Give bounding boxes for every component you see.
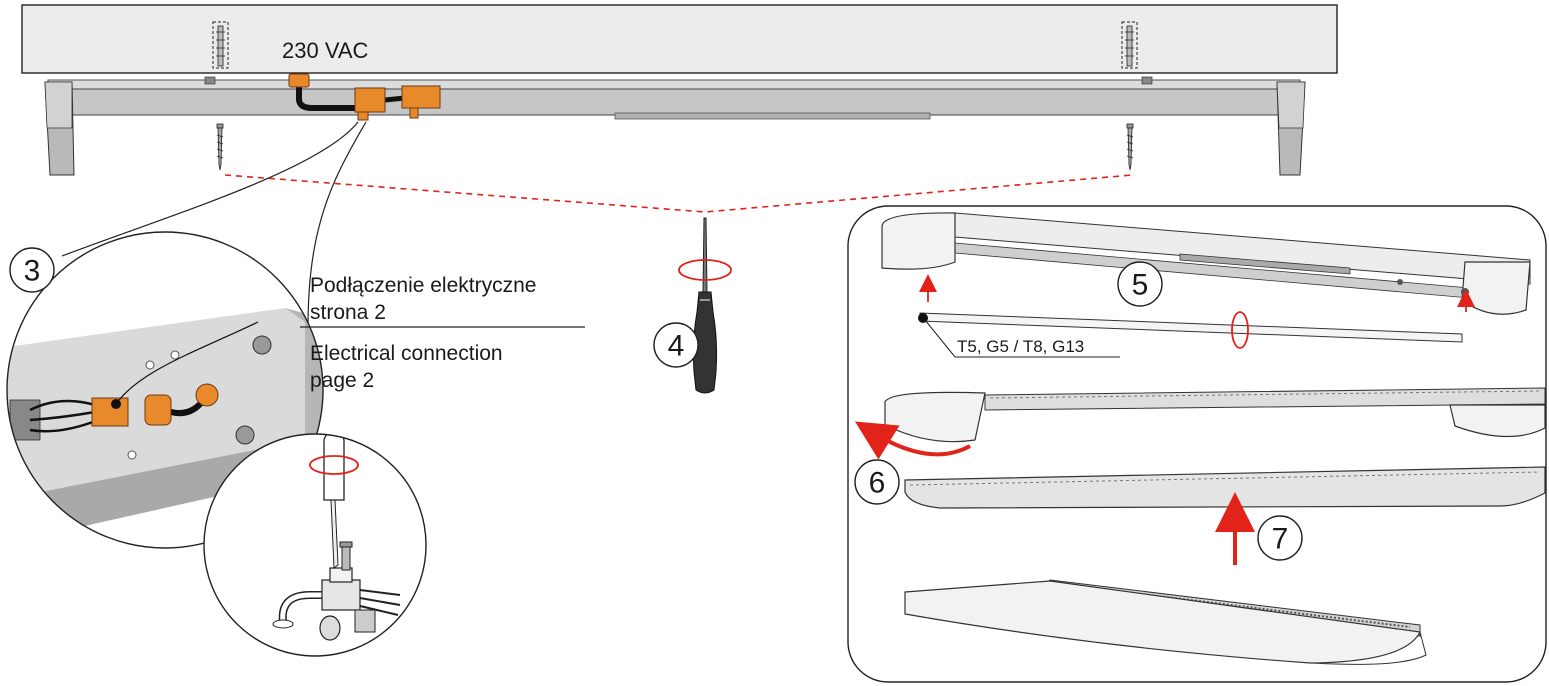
svg-text:5: 5	[1132, 269, 1149, 302]
svg-text:3: 3	[24, 255, 41, 288]
ceiling	[21, 4, 1338, 74]
svg-text:6: 6	[869, 467, 886, 500]
connection-reference: Podłączenie elektryczne strona 2 Electri…	[300, 274, 585, 392]
screwdriver	[692, 217, 718, 394]
svg-text:T5, G5 / T8, G13: T5, G5 / T8, G13	[957, 337, 1084, 356]
step-7-marker: 7	[1257, 515, 1303, 561]
tube-rotation-icon	[1231, 311, 1249, 349]
luminaire-open	[881, 212, 1531, 315]
zoom-detail-terminal	[203, 433, 427, 657]
luminaire-diffuser	[904, 466, 1546, 509]
end-cap-right	[1276, 81, 1306, 176]
step-6-marker: 6	[854, 459, 900, 505]
connection-pl-line1: Podłączenie elektryczne	[310, 274, 536, 297]
cap-rotation-arrow-icon	[855, 421, 971, 460]
rotation-arrow-icon	[678, 259, 732, 281]
connector	[401, 85, 441, 119]
connection-en-line1: Electrical connection	[310, 342, 503, 365]
lamp-type-label: T5, G5 / T8, G13	[924, 319, 1120, 358]
svg-text:4: 4	[668, 330, 685, 363]
mounting-screw-right	[1126, 123, 1134, 171]
connection-en-line2: page 2	[310, 369, 374, 392]
step-5-marker: 5	[1117, 261, 1163, 307]
voltage-label: 230 VAC	[282, 38, 369, 63]
mounting-screw-left	[216, 123, 224, 171]
wall-anchor-left	[212, 21, 229, 69]
luminaire-body	[47, 76, 1301, 120]
terminal-block	[354, 87, 386, 121]
luminaire-assembled	[904, 579, 1427, 665]
connection-pl-line2: strona 2	[310, 301, 386, 324]
step-4-marker: 4	[653, 322, 699, 368]
svg-text:7: 7	[1272, 523, 1289, 556]
wall-anchor-right	[1121, 21, 1138, 69]
fluorescent-tube	[918, 312, 1463, 343]
end-cap-left	[44, 81, 75, 176]
cable-gland	[288, 73, 310, 88]
step-3-marker: 3	[9, 247, 55, 293]
luminaire-cover	[884, 387, 1546, 443]
